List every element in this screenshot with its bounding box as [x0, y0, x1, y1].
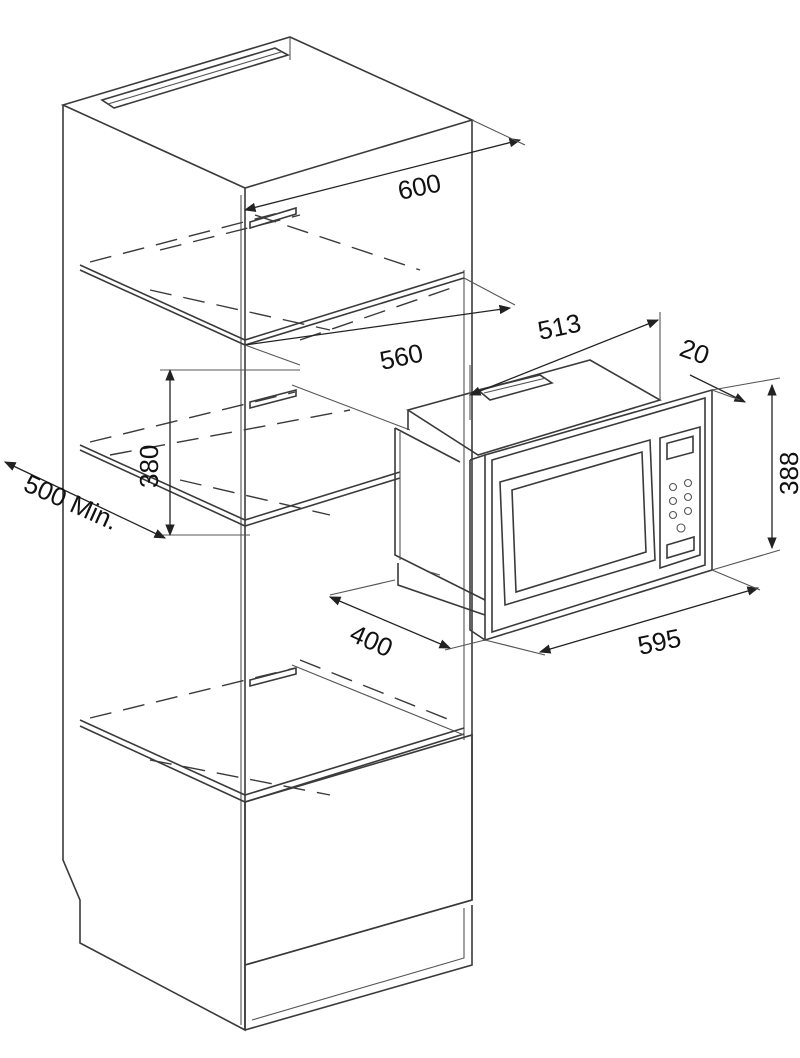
label-595: 595	[635, 623, 684, 661]
label-600: 600	[395, 168, 444, 206]
lower-shelf	[79, 659, 465, 803]
label-560: 560	[377, 338, 426, 376]
label-500-min: 500 Min.	[20, 468, 123, 536]
bottom-drawer	[244, 733, 473, 1031]
tall-cabinet	[60, 36, 475, 1032]
label-388: 388	[774, 452, 800, 495]
built-in-microwave	[394, 359, 713, 642]
label-400: 400	[346, 618, 398, 663]
upper-shelf	[79, 206, 465, 346]
label-380: 380	[134, 445, 164, 488]
label-513: 513	[535, 308, 584, 346]
dimension-lines	[3, 119, 781, 656]
label-20: 20	[676, 332, 713, 370]
